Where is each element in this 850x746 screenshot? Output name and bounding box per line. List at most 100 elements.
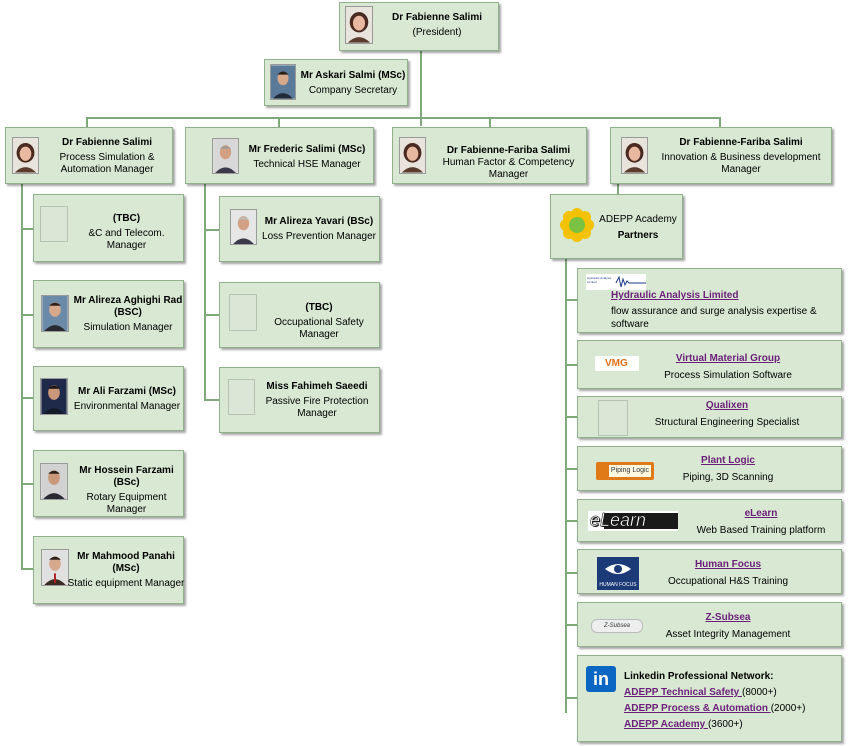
partner-link[interactable]: eLearn <box>744 508 778 519</box>
secretary-node: Mr Askari Salmi (MSc) Company Secretary <box>264 59 408 106</box>
vmg-logo-text: VMG <box>605 358 628 369</box>
manager-photo <box>621 137 648 174</box>
partner-link[interactable]: Qualixen <box>705 400 749 411</box>
team-member-photo <box>41 549 69 586</box>
partner-description: Occupational H&S Training <box>667 576 789 587</box>
connector <box>278 117 280 127</box>
connector <box>565 468 577 470</box>
hal-logo-wave-icon <box>615 275 646 288</box>
manager-photo <box>399 137 426 174</box>
team-member-name: (TBC) <box>305 302 333 313</box>
linkedin-group-count: (3600+) <box>707 719 743 730</box>
partner-link[interactable]: Virtual Material Group <box>675 353 781 364</box>
president-role: (President) <box>412 27 462 38</box>
male-portrait-icon <box>213 139 238 173</box>
qualixen-logo <box>598 400 628 436</box>
partner-link[interactable]: Human Focus <box>694 559 762 570</box>
manager-role: Human Factor & Competency Manager <box>442 157 575 180</box>
partner-link[interactable]: Z-Subsea <box>705 612 751 623</box>
linkedin-group-count: (2000+) <box>770 703 806 714</box>
manager-name: Dr Fabienne Salimi <box>61 137 153 148</box>
connector <box>565 697 577 699</box>
male-portrait-icon <box>42 550 68 585</box>
manager-name: Dr Fabienne-Fariba Salimi <box>446 145 571 156</box>
secretary-name: Mr Askari Salmi (MSc) <box>300 70 406 81</box>
male-portrait-icon <box>42 296 68 331</box>
manager-name: Dr Fabienne-Fariba Salimi <box>679 137 803 148</box>
partner-description: Structural Engineering Specialist <box>654 417 800 428</box>
team-member-role: Rotary Equipment Manager <box>86 492 167 515</box>
team-node: Mr Alireza Yavari (BSc) Loss Prevention … <box>219 196 380 262</box>
academy-node: ADEPP Academy Partners <box>550 194 683 259</box>
president-node: Dr Fabienne Salimi (President) <box>339 2 499 51</box>
linkedin-title: Linkedin Professional Network: <box>624 671 774 682</box>
hal-logo-text: Hydraulic Analysis Limited <box>587 276 612 284</box>
partner-link[interactable]: Hydraulic Analysis Limited <box>611 290 739 301</box>
partner-description: Piping, 3D Scanning <box>682 472 774 483</box>
partner-node: eLearn eLearn Web Based Training platfor… <box>577 499 842 542</box>
connector <box>21 228 33 230</box>
manager-node-hse: Mr Frederic Salimi (MSc) Technical HSE M… <box>185 127 374 184</box>
zsubsea-logo: Z-Subsea <box>591 619 643 633</box>
connector <box>204 184 206 401</box>
linkedin-node: in Linkedin Professional Network: ADEPP … <box>577 655 842 742</box>
connector <box>719 117 721 127</box>
elearn-logo-text: eLearn <box>590 510 647 531</box>
secretary-photo <box>270 64 296 100</box>
elearn-logo: eLearn <box>588 510 678 531</box>
vmg-logo: VMG <box>595 356 639 371</box>
president-name: Dr Fabienne Salimi <box>391 12 483 23</box>
connector <box>204 229 219 231</box>
team-member-role: Simulation Manager <box>83 322 173 333</box>
team-member-name: Mr Alireza Aghighi Rad (BSC) <box>73 295 183 318</box>
male-portrait-icon <box>41 464 67 499</box>
linkedin-group: ADEPP Technical Safety (8000+) <box>624 685 840 701</box>
team-node: (TBC) &C and Telecom. Manager <box>33 194 184 262</box>
team-node: Mr Alireza Aghighi Rad (BSC) Simulation … <box>33 280 184 348</box>
connector <box>86 117 720 119</box>
partner-node: HUMAN FOCUS Human Focus Occupational H&S… <box>577 549 842 594</box>
partner-description: Web Based Training platform <box>696 525 826 536</box>
linkedin-group-link[interactable]: ADEPP Technical Safety <box>624 687 743 698</box>
linkedin-group: ADEPP Process & Automation (2000+) <box>624 701 840 717</box>
team-member-role: Occupational Safety Manager <box>274 317 364 340</box>
team-node: Mr Mahmood Panahi (MSc) Static equipment… <box>33 536 184 604</box>
connector <box>565 364 577 366</box>
connector <box>489 117 491 127</box>
flower-icon <box>560 208 594 242</box>
partner-node: Hydraulic Analysis Limited Hydraulic Ana… <box>577 268 842 333</box>
connector <box>204 314 219 316</box>
president-photo <box>345 6 373 44</box>
manager-photo <box>12 137 39 174</box>
connector <box>565 416 577 418</box>
manager-role: Innovation & Business development Manage… <box>661 152 821 175</box>
team-member-role: &C and Telecom. Manager <box>88 228 165 251</box>
manager-name: Mr Frederic Salimi (MSc) <box>248 144 366 155</box>
secretary-role: Company Secretary <box>308 85 398 96</box>
female-portrait-icon <box>622 138 647 173</box>
connector <box>21 314 33 316</box>
team-member-role: Static equipment Manager <box>67 578 185 589</box>
female-portrait-icon <box>13 138 38 173</box>
plant-logic-logo: Piping Logic <box>596 462 654 480</box>
male-portrait-icon <box>41 379 67 414</box>
female-portrait-icon <box>346 7 372 43</box>
academy-title: ADEPP Academy <box>599 214 677 225</box>
academy-flower-logo <box>560 208 594 242</box>
linkedin-group-link[interactable]: ADEPP Academy <box>624 719 708 730</box>
team-member-name: Mr Hossein Farzami (BSc) <box>79 465 174 488</box>
connector <box>21 483 33 485</box>
partner-link[interactable]: Plant Logic <box>701 455 755 466</box>
partner-node: Qualixen Structural Engineering Speciali… <box>577 396 842 438</box>
plant-logic-logo-text: Piping Logic <box>609 465 651 477</box>
partner-description: Asset Integrity Management <box>665 629 791 640</box>
photo-placeholder <box>228 379 255 415</box>
connector <box>565 520 577 522</box>
linkedin-group-link[interactable]: ADEPP Process & Automation <box>624 703 771 714</box>
human-focus-logo-text: HUMAN FOCUS <box>599 582 637 588</box>
linkedin-group: ADEPP Academy (3600+) <box>624 717 840 733</box>
team-node: Mr Hossein Farzami (BSc) Rotary Equipmen… <box>33 450 184 517</box>
team-member-photo <box>40 378 68 415</box>
zsubsea-logo-text: Z-Subsea <box>603 623 630 629</box>
manager-photo <box>212 138 239 174</box>
